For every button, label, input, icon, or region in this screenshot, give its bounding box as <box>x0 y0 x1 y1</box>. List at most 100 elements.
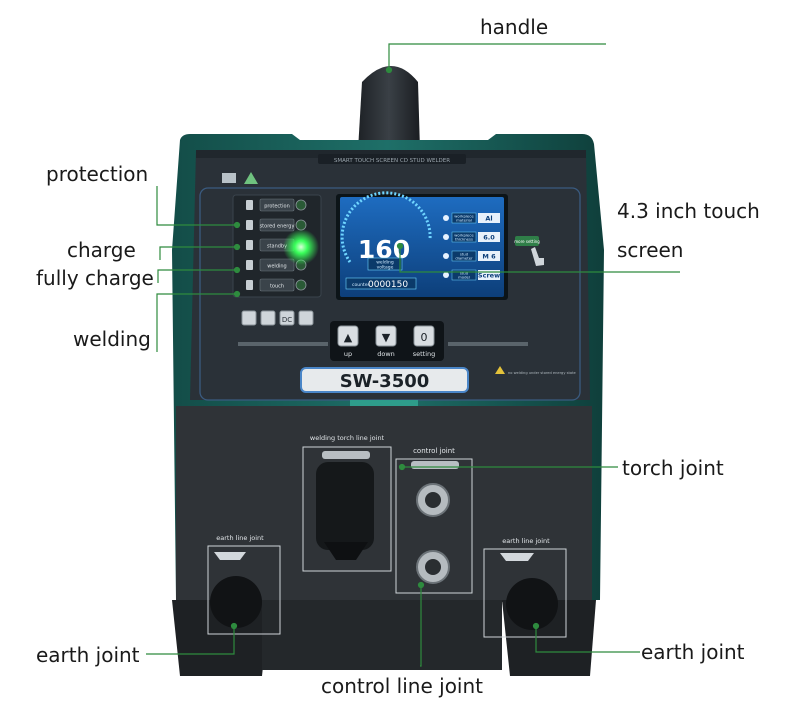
callout-touch-screen-line1: 4.3 inch touch <box>617 199 760 223</box>
setting-button-glyph: 0 <box>421 331 428 344</box>
counter-label: counter <box>352 282 369 288</box>
callout-earth-joint-left: earth joint <box>36 643 140 667</box>
param-label-1: workpiece <box>454 232 474 237</box>
callout-protection: protection <box>46 162 149 186</box>
callout-earth-joint-right: earth joint <box>641 640 745 664</box>
control-joint-panel: control joint <box>395 447 473 594</box>
up-button[interactable] <box>337 325 359 347</box>
callout-handle: handle <box>480 15 549 39</box>
param-label-1: workpiece <box>454 213 474 218</box>
manual-icon <box>222 173 236 183</box>
param-value: Al <box>485 215 492 223</box>
setting-button[interactable] <box>413 325 435 347</box>
param-value-box[interactable] <box>478 251 500 261</box>
leader-charge <box>159 246 237 260</box>
dc-button[interactable] <box>279 310 295 326</box>
torch-panel-label: welding torch line joint <box>310 434 385 442</box>
param-icon <box>443 272 449 278</box>
up-button-glyph: ▲ <box>344 331 353 344</box>
mode-button-row: DC <box>241 310 314 326</box>
warning-footer-text: no welding under stored energy state <box>508 371 576 375</box>
down-button[interactable] <box>375 325 397 347</box>
earth-connector-right <box>506 578 558 630</box>
touch-screen[interactable]: 160 welding voltage counter 0000150 work… <box>336 191 508 300</box>
status-icon <box>246 220 253 230</box>
param-icon <box>443 234 449 240</box>
callout-leaders <box>146 43 680 667</box>
control-panel-label: control joint <box>413 447 455 455</box>
leader-control-line <box>420 585 422 667</box>
leader-protection <box>156 186 237 226</box>
param-label-2: diameter <box>455 256 473 261</box>
param-label-1: stud <box>460 251 469 256</box>
callout-welding: welding <box>73 327 151 351</box>
earth-left-label: earth line joint <box>216 534 264 542</box>
earth-connector-left <box>210 576 262 628</box>
status-icon <box>246 200 253 210</box>
param-label-box <box>451 231 477 243</box>
param-value-box[interactable] <box>478 213 500 223</box>
status-icon <box>246 240 253 250</box>
callout-charge: charge <box>67 238 136 262</box>
status-label-text: welding <box>267 263 286 269</box>
status-indicator-column: protection stored energy standby welding tou… <box>232 194 322 298</box>
lower-panel <box>176 406 592 602</box>
leader-touch-screen <box>399 246 680 273</box>
handle <box>358 66 420 150</box>
status-label-box <box>259 258 295 272</box>
param-value-box[interactable] <box>478 270 500 280</box>
param-label-2: thickness <box>455 237 473 242</box>
callout-touch-screen-line2: screen <box>617 238 684 262</box>
leader-earth-right <box>535 626 640 653</box>
more-setting-button[interactable] <box>515 236 539 246</box>
param-value: M 6 <box>482 253 496 261</box>
model-label: SW-3500 <box>340 371 430 392</box>
status-label-text: stored energy <box>260 223 295 229</box>
screen-value-label-1: welding <box>376 260 394 266</box>
status-led <box>295 219 307 231</box>
earth-right-label: earth line joint <box>502 537 550 545</box>
status-led <box>295 199 307 211</box>
status-icon <box>246 280 253 290</box>
model-label-box <box>300 367 469 393</box>
callout-control-line-joint: control line joint <box>321 674 484 698</box>
more-setting-label: more setting <box>514 239 540 244</box>
status-label-text: standby <box>267 243 287 249</box>
screen-value-label-2: voltage <box>377 265 394 271</box>
param-value: Screw <box>478 272 500 280</box>
param-label-2: material <box>456 218 472 223</box>
top-strip-text: SMART TOUCH SCREEN CD STUD WELDER <box>334 158 450 164</box>
leader-handle <box>388 43 606 70</box>
setting-button-label: setting <box>413 350 436 358</box>
callout-fully-charge: fully charge <box>36 266 154 290</box>
caution-icon <box>495 366 505 374</box>
control-button-row: ▲ up ▼ down 0 setting <box>330 321 444 361</box>
param-label-box <box>451 250 477 262</box>
welding-torch-joint-panel: welding torch line joint <box>302 434 392 572</box>
param-label-1: stud <box>460 270 469 275</box>
pointing-hand-icon <box>531 247 544 266</box>
status-label-text: touch <box>270 283 284 289</box>
down-button-glyph: ▼ <box>382 331 391 344</box>
param-icon <box>443 253 449 259</box>
dc-button-label: DC <box>282 316 292 324</box>
status-label-text: protection <box>264 203 290 209</box>
status-icon <box>246 260 253 270</box>
status-label-box <box>259 198 295 212</box>
param-label-box <box>451 269 477 281</box>
down-button-label: down <box>377 350 395 358</box>
leader-fully-charge <box>157 269 237 283</box>
param-value: 6.0 <box>483 234 495 242</box>
up-button-label: up <box>344 350 352 358</box>
status-led <box>295 279 307 291</box>
status-label-box <box>259 278 295 292</box>
callout-torch-joint: torch joint <box>622 456 724 480</box>
param-icon <box>443 215 449 221</box>
param-value-box[interactable] <box>478 232 500 242</box>
status-label-box <box>259 218 295 232</box>
leader-welding <box>156 293 237 352</box>
param-label-box <box>451 212 477 224</box>
counter-value: 0000150 <box>368 280 408 290</box>
